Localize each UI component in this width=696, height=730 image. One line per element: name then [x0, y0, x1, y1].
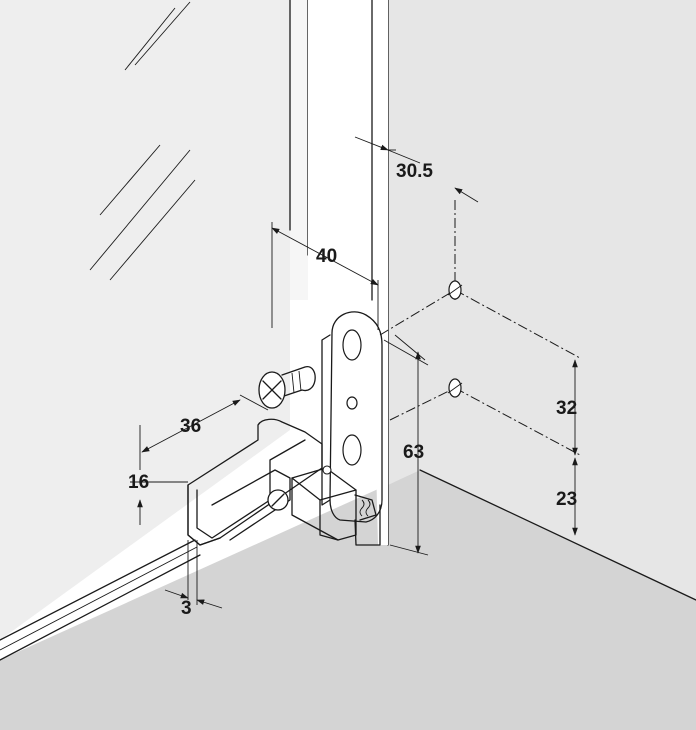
wall-floor-edge	[419, 469, 696, 601]
dimension-32: 32	[556, 359, 578, 456]
wall	[388, 0, 696, 600]
glass-reflection	[89, 1, 196, 281]
dim-label-23: 23	[556, 489, 577, 510]
hole-locator	[454, 187, 479, 203]
glass-bottom-edge-2	[0, 554, 201, 661]
glass-bottom-edge	[0, 539, 196, 641]
dim-label-3: 3	[181, 598, 192, 619]
dim-label-16: 16	[128, 472, 149, 493]
dim-label-63: 63	[403, 442, 424, 463]
hinge-clamp	[187, 418, 323, 546]
screw	[258, 366, 316, 409]
dimension-3: 3	[164, 540, 223, 619]
drill-hole-upper	[447, 280, 463, 300]
glass-panel	[0, 0, 290, 640]
dim-label-32: 32	[556, 398, 577, 419]
dimension-36: 36	[139, 394, 269, 455]
floor	[0, 470, 696, 730]
hinge-pivot-block	[291, 465, 381, 546]
dimension-63: 63	[383, 339, 429, 556]
mounting-plate	[321, 311, 383, 523]
dim-label-30-5: 30.5	[396, 161, 433, 182]
dimension-30-5: 30.5	[354, 136, 433, 182]
glass-edge	[290, 0, 308, 300]
drill-hole-lower	[447, 378, 463, 398]
dimension-16: 16	[128, 455, 188, 525]
dim-label-40: 40	[316, 246, 337, 267]
dimension-40: 40	[271, 222, 379, 330]
dimension-23: 23	[556, 457, 578, 536]
glass-bottom-edge-3	[0, 546, 198, 651]
dim-label-36: 36	[180, 416, 201, 437]
